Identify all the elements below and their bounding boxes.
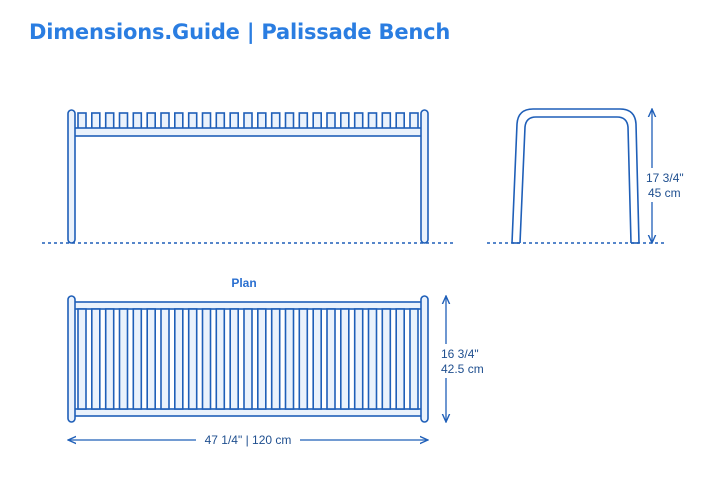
width-label: 47 1/4" | 120 cm (205, 433, 292, 447)
plan-slat (284, 308, 295, 410)
front-slat (187, 112, 198, 130)
side-elevation (511, 108, 640, 244)
front-elevation (67, 109, 429, 244)
front-slat (409, 112, 419, 130)
plan-slat (91, 308, 101, 410)
plan-slat (353, 308, 364, 410)
plan-slat (77, 308, 87, 410)
plan-view (67, 295, 429, 423)
front-slat (104, 112, 115, 130)
plan-slat (395, 308, 406, 410)
plan-slat (160, 308, 170, 410)
front-seat-rail (73, 127, 425, 137)
page-title: Dimensions.Guide | Palissade Bench (29, 20, 451, 44)
front-left-leg (67, 109, 76, 244)
plan-slat (243, 308, 253, 410)
plan-slat (339, 308, 350, 410)
plan-bottom-rail (73, 408, 425, 417)
front-slat (298, 112, 309, 130)
plan-right-end (420, 295, 429, 423)
plan-slat (229, 308, 239, 410)
front-slat (367, 112, 378, 130)
plan-slat (312, 308, 323, 410)
plan-slat (215, 308, 226, 410)
plan-left-end (67, 295, 76, 423)
front-slat (284, 112, 295, 130)
front-slat (229, 112, 239, 130)
plan-slat (174, 308, 184, 410)
front-slats (77, 112, 419, 130)
front-slat (201, 112, 212, 130)
side-frame-inner (519, 116, 632, 244)
plan-slat (367, 308, 378, 410)
plan-slat (118, 308, 129, 410)
front-slat (339, 112, 350, 130)
depth-label-cm: 42.5 cm (441, 362, 484, 376)
front-slat (215, 112, 226, 130)
front-slat (243, 112, 253, 130)
front-slat (174, 112, 184, 130)
front-slat (395, 112, 406, 130)
plan-slat (201, 308, 212, 410)
front-right-leg (420, 109, 429, 244)
plan-slat (270, 308, 281, 410)
front-slat (353, 112, 364, 130)
plan-slat (132, 308, 143, 410)
plan-slat (409, 308, 419, 410)
plan-slat (256, 308, 267, 410)
height-label-inches: 17 3/4" (646, 171, 684, 185)
front-slat (381, 112, 392, 130)
plan-slat (146, 308, 156, 410)
plan-slat (104, 308, 115, 410)
front-slat (160, 112, 170, 130)
front-slat (146, 112, 156, 130)
plan-top-rail (73, 301, 425, 310)
side-frame-outer (511, 108, 640, 244)
front-slat (270, 112, 281, 130)
front-slat (118, 112, 129, 130)
plan-slats (77, 308, 419, 410)
plan-slat (381, 308, 392, 410)
front-slat (132, 112, 143, 130)
plan-label: Plan (231, 276, 256, 290)
plan-slat (298, 308, 309, 410)
height-label-cm: 45 cm (648, 186, 681, 200)
plan-slat (187, 308, 198, 410)
front-slat (91, 112, 101, 130)
depth-label-inches: 16 3/4" (441, 347, 479, 361)
front-slat (312, 112, 323, 130)
plan-slat (326, 308, 336, 410)
front-slat (256, 112, 267, 130)
front-slat (77, 112, 87, 130)
front-slat (326, 112, 336, 130)
